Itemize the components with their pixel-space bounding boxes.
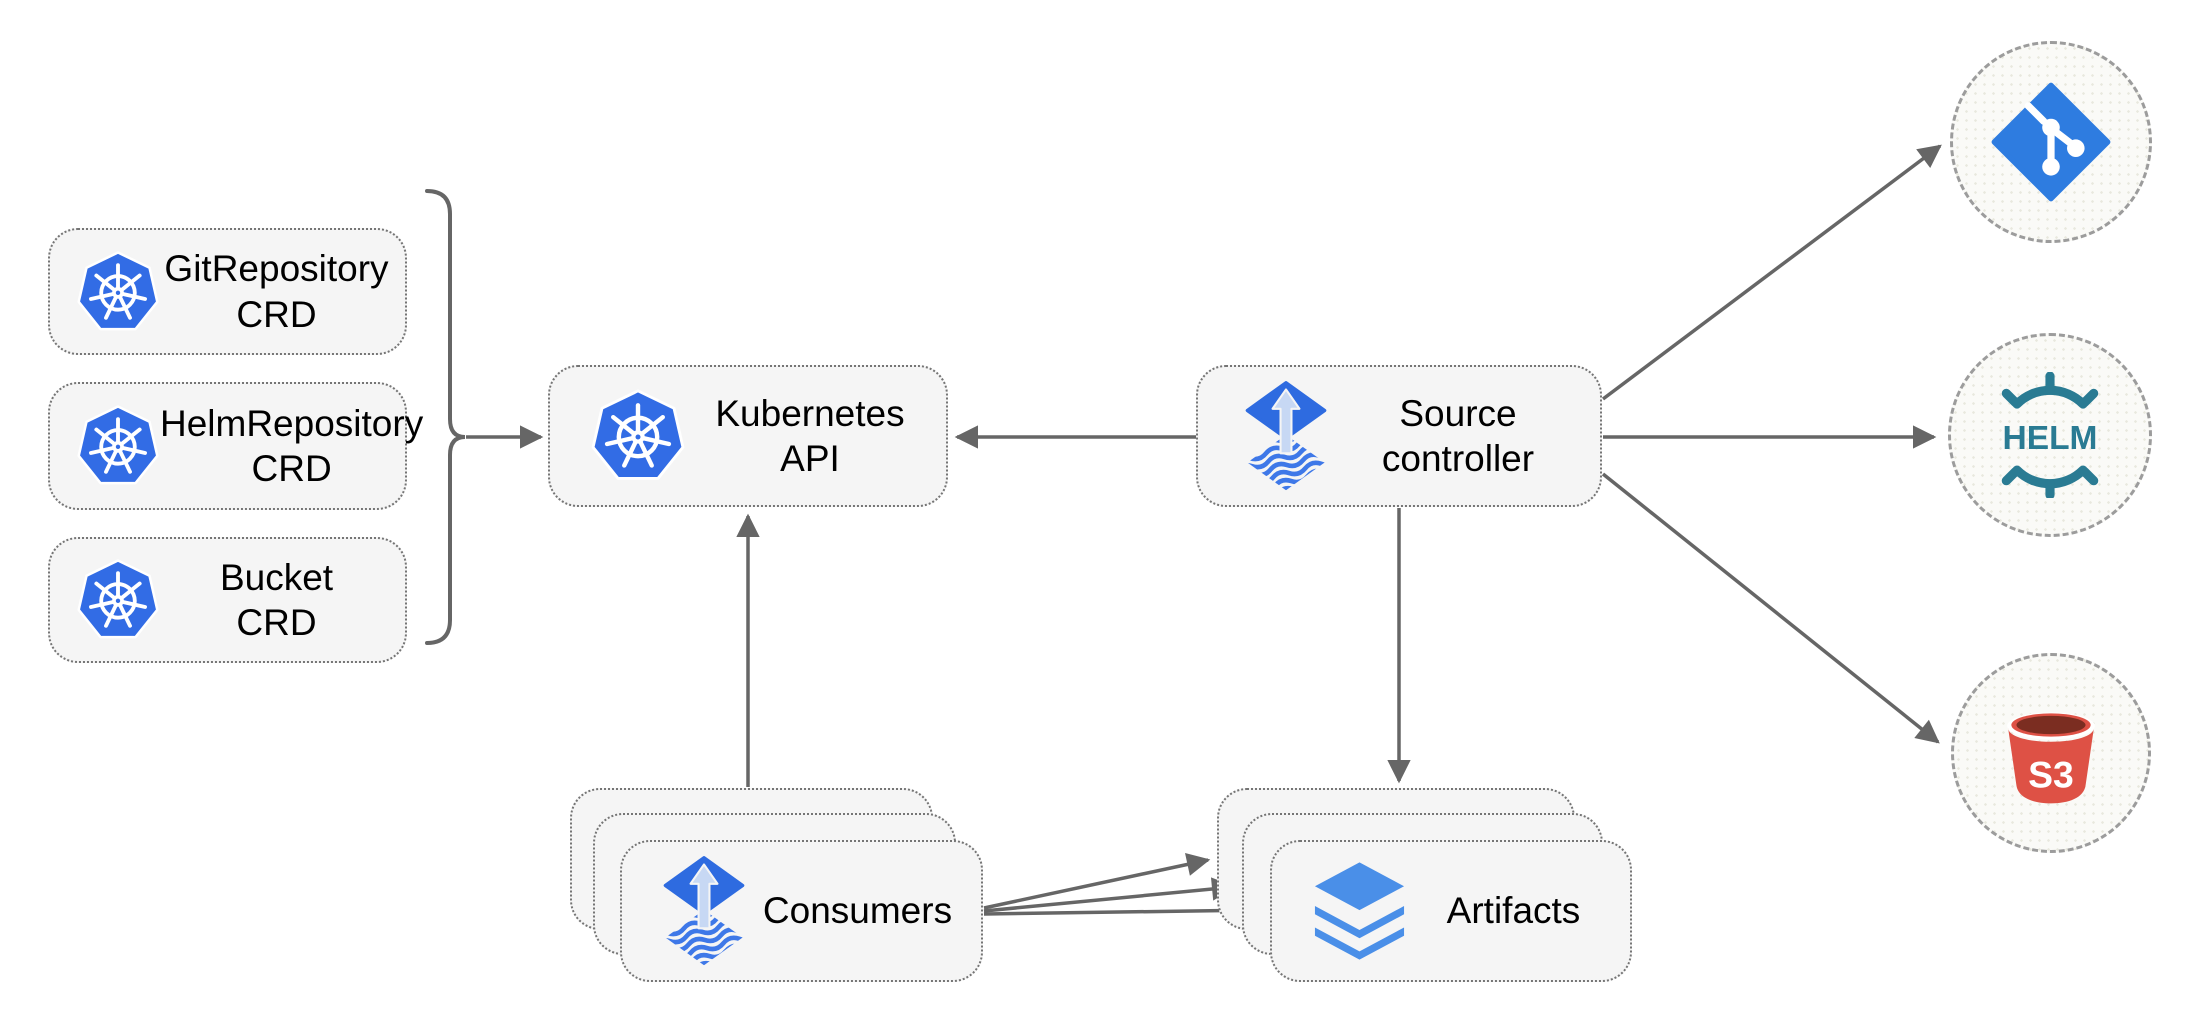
kubernetes-icon: [77, 559, 159, 639]
node-label: Artifacts: [1446, 890, 1581, 932]
node-label: Consumers: [762, 890, 953, 932]
helm-wheel-icon: HELM: [2001, 372, 2099, 498]
endpoint-helm: HELM: [1948, 333, 2152, 537]
node-gitrepository-crd: GitRepository CRD: [48, 228, 407, 355]
node-helmrepository-crd: HelmRepository CRD: [48, 382, 423, 510]
node-label-line2: CRD: [251, 448, 332, 489]
node-label: HelmRepository CRD: [160, 401, 435, 491]
arrow-source-controller-to-git: [1601, 144, 1942, 401]
kubernetes-icon: [77, 250, 159, 330]
node-label: Kubernetes API: [715, 392, 905, 479]
node-label-line2: CRD: [236, 602, 317, 643]
node-source-controller: Source controller: [1196, 365, 1602, 507]
node-kubernetes-api: Kubernetes API: [548, 365, 948, 507]
kubernetes-icon: [77, 405, 159, 485]
kubernetes-icon: [591, 389, 685, 480]
node-bucket-crd: Bucket CRD: [48, 537, 407, 663]
node-label-line1: GitRepository: [164, 248, 389, 290]
flux-icon: [1245, 380, 1327, 490]
endpoint-git: [1950, 41, 2152, 243]
flux-icon: [663, 855, 745, 965]
node-label: Bucket CRD: [160, 555, 405, 645]
s3-bucket-icon: S3: [2007, 712, 2095, 804]
node-label-line1: HelmRepository: [160, 402, 424, 444]
node-label: Source controller: [1328, 391, 1600, 481]
arrow-consumers-to-artifacts-1: [983, 852, 1211, 910]
arrow-source-controller-to-s3: [1601, 472, 1940, 744]
git-icon: [1991, 82, 2111, 202]
layers-icon: [1314, 862, 1405, 960]
s3-label: S3: [2028, 754, 2074, 796]
node-consumers: Consumers: [620, 840, 983, 982]
helm-label: HELM: [2003, 420, 2098, 457]
node-label-line1: Source: [1399, 392, 1517, 434]
endpoint-s3: S3: [1951, 653, 2151, 853]
node-label-line2: CRD: [236, 293, 317, 335]
arrow-consumers-to-artifacts-2: [983, 877, 1236, 913]
node-label: GitRepository CRD: [160, 246, 405, 336]
arrow-consumers-to-artifacts-3: [983, 898, 1263, 922]
crd-group-brace: [425, 189, 466, 645]
node-label-line1: Bucket: [219, 556, 334, 598]
node-artifacts: Artifacts: [1270, 840, 1632, 982]
node-label-line2: controller: [1381, 438, 1535, 479]
